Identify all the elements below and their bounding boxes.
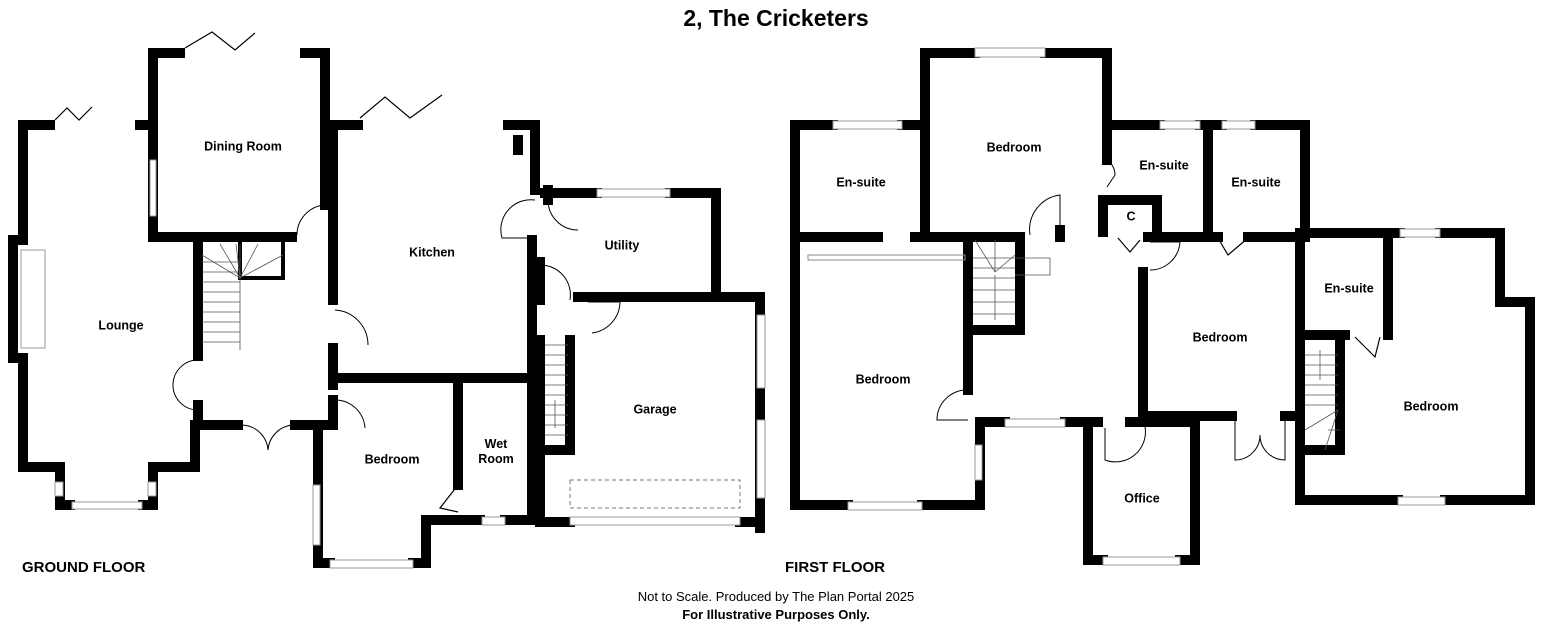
room-label-kitchen: Kitchen	[409, 245, 455, 260]
ground-floor-label: GROUND FLOOR	[22, 559, 146, 576]
ground-floor-windows	[20, 159, 766, 569]
ground-floor-doors	[54, 31, 621, 513]
room-label-utility: Utility	[604, 238, 640, 253]
first-floor-walls	[790, 48, 1535, 565]
room-label-garage: Garage	[633, 402, 677, 417]
room-label-bedroom-3: Bedroom	[1192, 330, 1248, 345]
wet-room-line2: Room	[478, 452, 514, 466]
ground-floor-walls	[8, 48, 765, 568]
room-label-wet-room: Wet Room	[478, 437, 513, 467]
room-label-dining-room: Dining Room	[204, 139, 282, 154]
room-label-en-suite-4: En-suite	[1324, 281, 1374, 296]
room-label-bedroom-1: Bedroom	[986, 140, 1042, 155]
first-floor-label: FIRST FLOOR	[785, 559, 885, 576]
wet-room-line1: Wet	[484, 437, 508, 451]
footer-disclaimer: Not to Scale. Produced by The Plan Porta…	[637, 589, 915, 604]
room-label-bedroom-4: Bedroom	[1403, 399, 1459, 414]
first-floor-stairs	[973, 239, 1340, 451]
plan-title: 2, The Cricketers	[683, 5, 869, 31]
room-label-bedroom: Bedroom	[364, 452, 420, 467]
room-label-bedroom-2: Bedroom	[855, 372, 911, 387]
ground-floor-stairs	[201, 243, 568, 436]
room-label-en-suite-1: En-suite	[836, 175, 886, 190]
first-floor-doors	[936, 159, 1381, 463]
first-floor-windows	[807, 47, 1446, 566]
room-label-en-suite-2: En-suite	[1139, 158, 1189, 173]
room-label-lounge: Lounge	[98, 318, 144, 333]
room-label-cupboard: C	[1126, 209, 1136, 224]
room-label-en-suite-3: En-suite	[1231, 175, 1281, 190]
footer-illustrative-note: For Illustrative Purposes Only.	[682, 607, 870, 622]
room-label-office: Office	[1124, 491, 1160, 506]
